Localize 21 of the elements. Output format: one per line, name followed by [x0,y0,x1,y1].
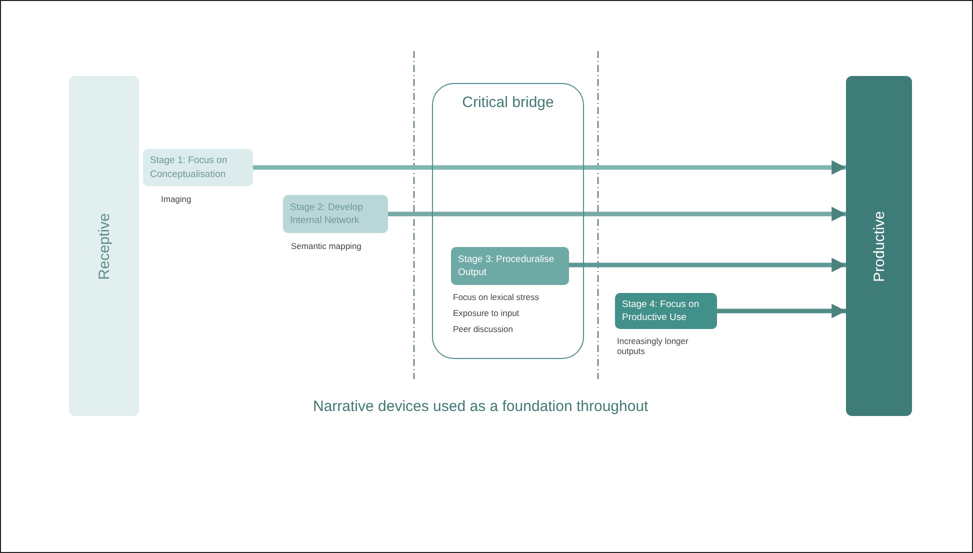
stage-note: Increasingly longer outputs [617,336,690,356]
stage-note: Semantic mapping [291,241,362,252]
arrow [717,304,846,318]
bar-label: Productive [870,210,888,282]
footer-note: Narrative devices used as a foundation throughout [313,398,648,415]
stage-box: Stage 4: Focus on Productive Use [615,293,717,329]
stage-box: Stage 2: Develop Internal Network [283,195,388,233]
arrow [388,206,846,222]
stage-box: Stage 3: Proceduralise Output [451,247,569,285]
stage-note: Imaging [161,194,192,204]
arrow [253,160,846,175]
stage-note: Focus on lexical stress [453,292,540,302]
stage-bar [846,76,912,416]
bridge-title: Critical bridge [461,94,555,111]
arrow [568,258,846,272]
stage-box: Stage 1: Focus on Conceptualisation [143,149,253,186]
bar-label: Receptive [96,212,112,280]
stage-note: Exposure to input [453,308,520,318]
stage-bar [69,76,139,416]
bridge-frame [432,83,584,359]
stage-note: Peer discussion [453,324,514,334]
